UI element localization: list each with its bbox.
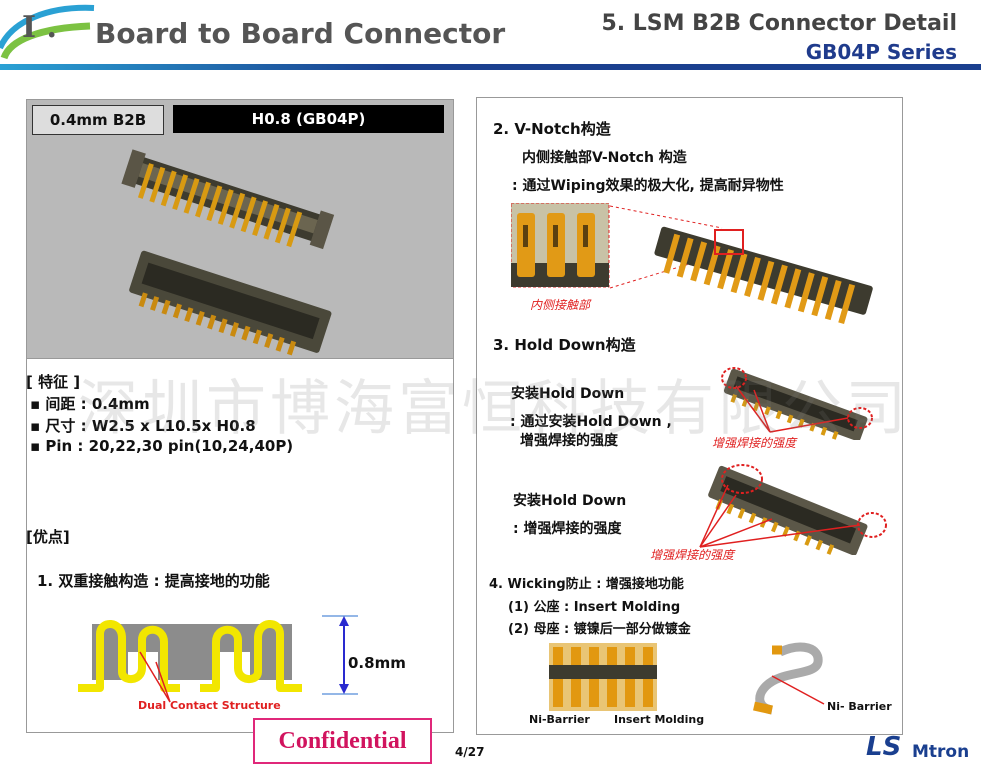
mtron-logo-text: Mtron <box>912 742 970 762</box>
hold-down-heading: 3. Hold Down构造 <box>493 336 636 354</box>
page-number: 4/27 <box>455 745 485 759</box>
right-panel <box>476 97 903 735</box>
ls-logo: LS <box>866 732 902 762</box>
feature-pin: ▪ Pin : 20,22,30 pin(10,24,40P) <box>30 437 294 455</box>
series-name: GB04P Series <box>805 40 957 64</box>
feature-pitch: ▪ 间距 : 0.4mm <box>30 395 150 413</box>
advantages-heading: [优点] <box>26 528 70 546</box>
ni-barrier-contact-image <box>742 642 892 720</box>
feature-size: ▪ 尺寸 : W2.5 x L10.5x H0.8 <box>30 417 256 435</box>
section-subtitle: 5. LSM B2B Connector Detail <box>601 11 957 36</box>
hold-a-line1: : 通过安装Hold Down , <box>510 414 672 430</box>
hold-a-image <box>710 360 885 444</box>
header-divider <box>0 64 981 70</box>
page-title: Board to Board Connector <box>95 17 506 50</box>
insert-molding-image <box>549 643 659 717</box>
dual-contact-caption: Dual Contact Structure <box>138 699 281 712</box>
insert-molding-label: Insert Molding <box>614 713 705 726</box>
hold-b-image <box>640 455 895 559</box>
pitch-tag: 0.4mm B2B <box>32 105 164 135</box>
hold-a-caption: 增强焊接的强度 <box>712 436 797 450</box>
height-dimension-label: 0.8mm <box>348 654 406 672</box>
connector-photo <box>121 149 335 356</box>
vnotch-line1: 内侧接触部V-Notch 构造 <box>522 150 687 166</box>
vnotch-connector-image <box>609 204 900 328</box>
product-photo-area <box>26 99 454 359</box>
hold-b-title: 安装Hold Down <box>513 493 627 509</box>
model-tag: H0.8 (GB04P) <box>173 105 444 133</box>
hold-b-line1: : 增强焊接的强度 <box>513 521 622 537</box>
vnotch-heading: 2. V-Notch构造 <box>493 120 611 138</box>
advantage-dual-contact: 1. 双重接触构造 : 提高接地的功能 <box>37 572 270 590</box>
swoosh-logo-icon <box>0 4 95 60</box>
vnotch-caption: 内侧接触部 <box>530 298 591 312</box>
ni-barrier-label-2: Ni- Barrier <box>827 700 892 713</box>
vnotch-zoom-image <box>510 202 611 293</box>
wicking-receptacle: (2) 母座 : 镀镍后一部分做镀金 <box>508 622 691 637</box>
watermark-text: 深圳市博海富恒科技有限公司 <box>78 374 910 444</box>
features-heading: [ 特征 ] <box>26 373 81 391</box>
header-swoosh <box>0 0 95 70</box>
wicking-plug: (1) 公座 : Insert Molding <box>508 600 681 615</box>
section-numeral: I . <box>22 10 57 45</box>
hold-a-title: 安装Hold Down <box>511 386 625 402</box>
vnotch-line2: : 通过Wiping效果的极大化, 提高耐异物性 <box>512 178 784 194</box>
hold-b-caption: 增强焊接的强度 <box>650 548 735 562</box>
confidential-stamp: Confidential <box>253 718 432 764</box>
dual-contact-diagram <box>70 612 430 716</box>
wicking-heading: 4. Wicking防止 : 增强接地功能 <box>489 577 684 592</box>
ni-barrier-label-1: Ni-Barrier <box>529 713 590 726</box>
hold-a-line2: 增强焊接的强度 <box>520 433 618 449</box>
